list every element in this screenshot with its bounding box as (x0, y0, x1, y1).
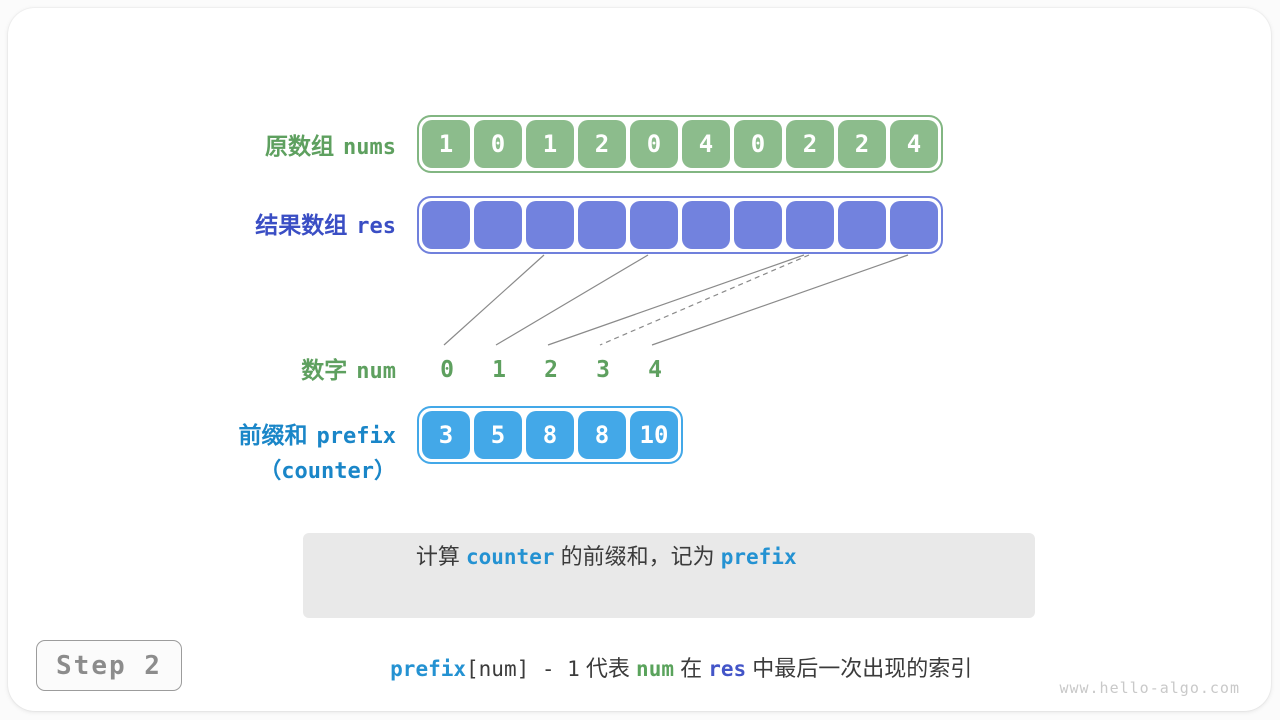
nums-cell: 2 (838, 120, 886, 168)
nums-cell: 0 (630, 120, 678, 168)
res-cell (734, 201, 782, 249)
prefix-cell: 3 (422, 411, 470, 459)
prefix-label-code: prefix (316, 424, 396, 449)
note-segment: 代表 (579, 655, 637, 681)
watermark: www.hello-algo.com (1059, 679, 1240, 697)
res-label-zh: 结果数组 (255, 212, 348, 238)
prefix-row-sublabel: （counter） (259, 456, 396, 486)
res-array (417, 196, 943, 254)
prefix-cell: 5 (474, 411, 522, 459)
nums-label-code: nums (343, 135, 396, 160)
note-segment: 中最后一次出现的索引 (746, 655, 973, 681)
res-cell (786, 201, 834, 249)
prefix-cell: 8 (578, 411, 626, 459)
res-cell (630, 201, 678, 249)
num-value: 2 (544, 357, 558, 383)
nums-cell: 2 (578, 120, 626, 168)
note-segment: [num] - 1 (466, 656, 580, 681)
res-cell (890, 201, 938, 249)
num-value: 0 (440, 357, 454, 383)
res-cell (578, 201, 626, 249)
nums-cell: 4 (682, 120, 730, 168)
nums-label-zh: 原数组 (265, 133, 335, 159)
res-row-label: 结果数组 res (255, 211, 396, 241)
note-segment: prefix (720, 544, 797, 569)
nums-cell: 0 (474, 120, 522, 168)
prefix-cell: 10 (630, 411, 678, 459)
step-badge: Step 2 (36, 640, 182, 691)
res-cell (526, 201, 574, 249)
note-line-1: 计算 counter 的前缀和，记为 prefix (228, 464, 960, 576)
note-segment: 的前缀和，记为 (554, 543, 721, 569)
note-box: 计算 counter 的前缀和，记为 prefix prefix[num] - … (303, 533, 1035, 681)
num-label-zh: 数字 (301, 357, 348, 383)
num-value: 4 (648, 357, 662, 383)
num-value: 3 (596, 357, 610, 383)
nums-row-label: 原数组 nums (265, 132, 396, 162)
note-segment: num (636, 656, 674, 681)
note-segment: prefix (390, 656, 467, 681)
res-cell (422, 201, 470, 249)
prefix-row-label: 前缀和 prefix (239, 421, 396, 451)
res-cell (474, 201, 522, 249)
note-segment: res (708, 656, 747, 681)
res-cell (682, 201, 730, 249)
num-label-code: num (356, 359, 396, 384)
nums-cell: 1 (526, 120, 574, 168)
prefix-cell: 8 (526, 411, 574, 459)
nums-cell: 4 (890, 120, 938, 168)
prefix-label-counter: （counter） (259, 459, 396, 484)
res-label-code: res (356, 214, 396, 239)
res-cell (838, 201, 886, 249)
step-badge-label: Step 2 (56, 650, 162, 681)
num-value: 1 (492, 357, 506, 383)
nums-cell: 2 (786, 120, 834, 168)
note-segment: 在 (673, 655, 709, 681)
num-row-label: 数字 num (301, 356, 396, 386)
prefix-label-zh: 前缀和 (238, 422, 308, 448)
note-line-2: prefix[num] - 1 代表 num 在 res 中最后一次出现的索引 (303, 576, 1035, 688)
nums-cell: 1 (422, 120, 470, 168)
note-segment: counter (465, 544, 555, 569)
note-segment: 计算 (415, 543, 466, 569)
num-values-row: 0 1 2 3 4 (421, 357, 681, 383)
nums-cell: 0 (734, 120, 782, 168)
